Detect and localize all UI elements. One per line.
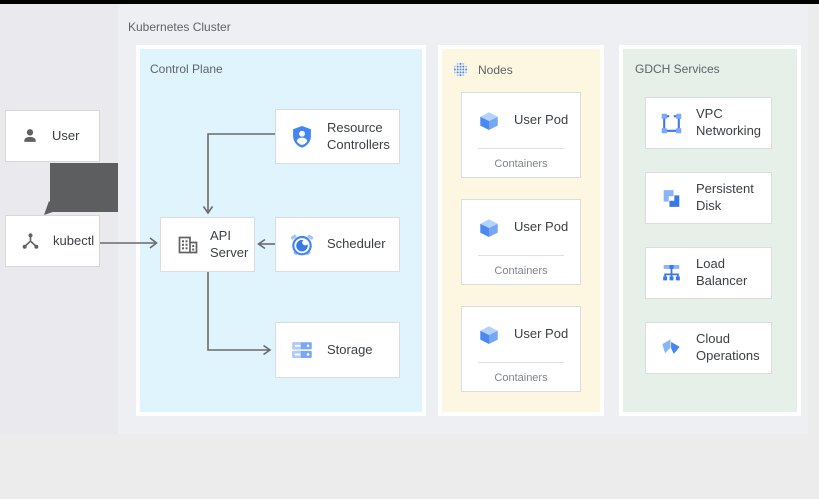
cube-icon [478, 324, 500, 346]
load-balancer-icon [659, 261, 684, 286]
person-icon [20, 126, 40, 146]
divider [478, 362, 564, 363]
resource-controllers-label: Resource Controllers [327, 119, 390, 152]
persistent-disk-label: Persistent Disk [696, 181, 754, 213]
user-label: User [52, 127, 80, 143]
kubernetes-cluster-label: Kubernetes Cluster [128, 20, 231, 34]
api-server-label: API Server [210, 227, 249, 260]
user-pod-card: User Pod Containers [461, 199, 581, 285]
user-pod-card: User Pod Containers [461, 92, 581, 178]
user-box: User [5, 110, 100, 162]
persistent-disk-card: Persistent Disk [645, 172, 772, 224]
cube-icon [478, 110, 500, 132]
kubernetes-cluster-container: Kubernetes Cluster Control Plane Resourc… [118, 4, 808, 434]
containers-label: Containers [494, 265, 548, 277]
dot-grid-icon [452, 61, 469, 78]
containers-label: Containers [494, 158, 548, 170]
vpc-networking-label: VPC Networking [696, 106, 762, 138]
gdch-services-section: GDCH Services VPC Networking [619, 45, 801, 416]
storage-card: Storage [275, 322, 400, 378]
left-panel: User kubectl [0, 4, 118, 434]
top-black-bar [0, 0, 819, 4]
nodes-label: Nodes [478, 62, 513, 77]
vpc-icon [659, 111, 684, 136]
load-balancer-label: Load Balancer [696, 256, 748, 288]
load-balancer-card: Load Balancer [645, 247, 772, 299]
cloud-operations-icon [659, 336, 684, 361]
server-stack-icon [289, 337, 315, 363]
scheduler-card: Scheduler [275, 217, 400, 272]
vpc-networking-card: VPC Networking [645, 97, 772, 149]
scheduler-label: Scheduler [327, 236, 386, 252]
divider [478, 255, 564, 256]
kubectl-box: kubectl [5, 215, 100, 267]
user-pod-label: User Pod [514, 112, 569, 128]
kubectl-label: kubectl [53, 232, 95, 248]
api-server-card: API Server [160, 217, 255, 272]
resource-controllers-card: Resource Controllers [275, 109, 400, 164]
user-pod-label: User Pod [514, 219, 569, 235]
cube-icon [478, 217, 500, 239]
persistent-disk-icon [659, 186, 684, 211]
nodes-section: Nodes User Pod Containers [438, 45, 604, 416]
alarm-clock-icon [289, 232, 315, 258]
user-pod-label: User Pod [514, 326, 569, 342]
gdch-services-label: GDCH Services [635, 62, 720, 76]
cloud-operations-card: Cloud Operations [645, 322, 772, 374]
containers-label: Containers [494, 372, 548, 384]
user-pod-card: User Pod Containers [461, 306, 581, 392]
control-plane-section: Control Plane Resource Controllers [136, 45, 426, 416]
shield-person-icon [289, 124, 315, 150]
storage-label: Storage [327, 341, 373, 357]
kubectl-nodes-icon [20, 231, 41, 252]
building-grid-icon [176, 233, 200, 257]
cloud-operations-label: Cloud Operations [696, 331, 760, 363]
control-plane-label: Control Plane [150, 62, 223, 76]
divider [478, 148, 564, 149]
